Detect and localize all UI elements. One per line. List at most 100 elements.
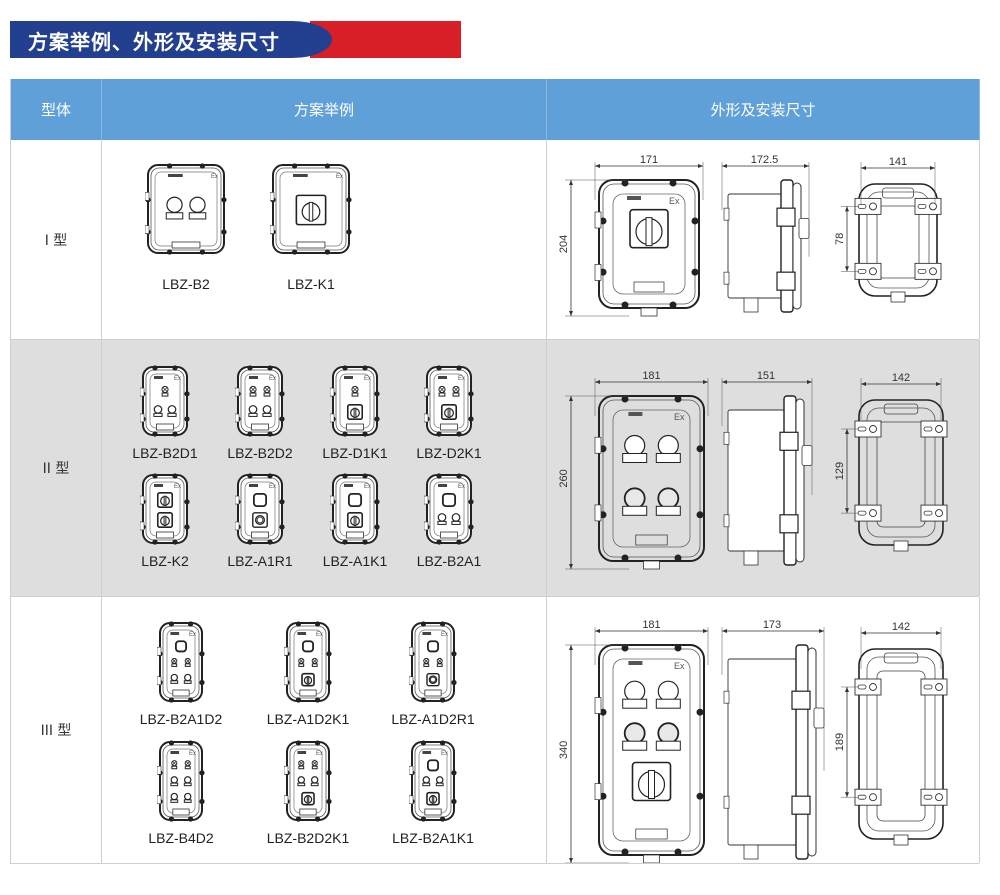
svg-text:Ex: Ex [364, 376, 371, 382]
svg-text:Ex: Ex [458, 376, 465, 382]
enclosure-drawing: Ex [235, 365, 285, 437]
svg-text:Ex: Ex [336, 174, 343, 180]
svg-text:Ex: Ex [316, 632, 323, 638]
front-view: Ex [594, 644, 705, 863]
svg-text:Ex: Ex [189, 632, 196, 638]
enclosure-thumbnail: Ex [157, 621, 205, 703]
scheme-model-label: LBZ-B2D2 [227, 445, 293, 461]
back-view: 142 189 [834, 621, 948, 846]
svg-text:Ex: Ex [269, 376, 276, 382]
enclosure-drawing: Ex [140, 365, 190, 437]
dimension-drawings: Ex 181 340 173 142 189 [558, 619, 948, 863]
scheme-model-label: LBZ-B2A1 [416, 553, 482, 569]
enclosure-thumbnail: Ex [409, 621, 457, 703]
back-width-label: 141 [889, 156, 907, 168]
back-view: 141 78 [834, 156, 942, 303]
side-depth-label: 173 [763, 619, 781, 631]
mount-spacing-label: 78 [834, 233, 846, 245]
front-width-label: 181 [642, 370, 660, 382]
front-view: Ex [594, 395, 705, 570]
header-dimensions: 外形及安装尺寸 [547, 79, 980, 140]
scheme-model-label: LBZ-B4D2 [148, 830, 214, 846]
svg-text:Ex: Ex [174, 376, 181, 382]
scheme-model-label: LBZ-B2A1K1 [392, 830, 474, 846]
side-view: 173 [721, 619, 825, 860]
svg-text:Ex: Ex [364, 484, 371, 490]
back-width-label: 142 [892, 372, 910, 384]
side-view: 151 [721, 370, 813, 566]
enclosure-drawing: Ex [235, 473, 285, 545]
enclosure-drawing: Ex [157, 740, 205, 822]
svg-text:Ex: Ex [458, 484, 465, 490]
scheme-model-label: LBZ-K2 [141, 553, 189, 569]
section-banner: 方案举例、外形及安装尺寸 [10, 21, 461, 58]
front-width-label: 181 [642, 619, 660, 631]
side-depth-label: 172.5 [751, 154, 779, 166]
enclosure-thumbnail: Ex [424, 473, 474, 545]
enclosure-thumbnail: Ex [140, 473, 190, 545]
front-height-label: 260 [558, 469, 570, 487]
scheme-model-label: LBZ-D2K1 [416, 445, 482, 461]
enclosure-drawing: Ex [330, 365, 380, 437]
enclosure-thumbnail: Ex [235, 365, 285, 437]
front-width-label: 171 [640, 154, 658, 166]
enclosure-drawing: Ex [284, 621, 332, 703]
scheme-model-label: LBZ-A1K1 [322, 553, 388, 569]
enclosure-thumbnail: Ex [235, 473, 285, 545]
svg-text:Ex: Ex [316, 751, 323, 757]
enclosure-thumbnail: Ex [330, 473, 380, 545]
svg-text:Ex: Ex [674, 412, 685, 422]
enclosure-drawing: Ex [409, 621, 457, 703]
front-dimensions: 181 340 [558, 619, 709, 863]
front-view: Ex [594, 179, 700, 317]
front-height-label: 340 [558, 741, 570, 759]
svg-text:Ex: Ex [674, 661, 685, 671]
banner-blue-bar: 方案举例、外形及安装尺寸 [10, 21, 332, 58]
header-type: 型体 [11, 79, 102, 140]
scheme-model-label: LBZ-B2A1D2 [139, 711, 223, 727]
section-title: 方案举例、外形及安装尺寸 [28, 30, 280, 54]
side-depth-label: 151 [757, 370, 775, 382]
enclosure-drawing: Ex [424, 473, 474, 545]
scheme-model-label: LBZ-D1K1 [322, 445, 388, 461]
type-label: II 型 [11, 340, 102, 596]
svg-text:Ex: Ex [441, 632, 448, 638]
scheme-model-label: LBZ-B2D2K1 [266, 830, 350, 846]
scheme-model-label: LBZ-B2 [162, 276, 210, 292]
back-width-label: 142 [892, 621, 910, 633]
scheme-model-label: LBZ-B2D1 [132, 445, 198, 461]
enclosure-drawing: Ex [284, 740, 332, 822]
dimensions-cell: Ex 181 340 173 142 189 [547, 597, 980, 863]
mount-spacing-label: 189 [834, 733, 846, 751]
scheme-model-label: LBZ-K1 [287, 276, 335, 292]
banner-red-bar [310, 21, 461, 58]
enclosure-drawing: Ex [409, 740, 457, 822]
enclosure-drawing: Ex [145, 163, 227, 255]
enclosure-thumbnail: Ex [284, 740, 332, 822]
front-dimensions: 181 260 [558, 370, 709, 570]
enclosure-thumbnail: Ex [145, 163, 227, 255]
table-header: 型体 方案举例 外形及安装尺寸 [11, 79, 980, 140]
enclosure-drawing: Ex [424, 365, 474, 437]
scheme-model-label: LBZ-A1R1 [227, 553, 293, 569]
